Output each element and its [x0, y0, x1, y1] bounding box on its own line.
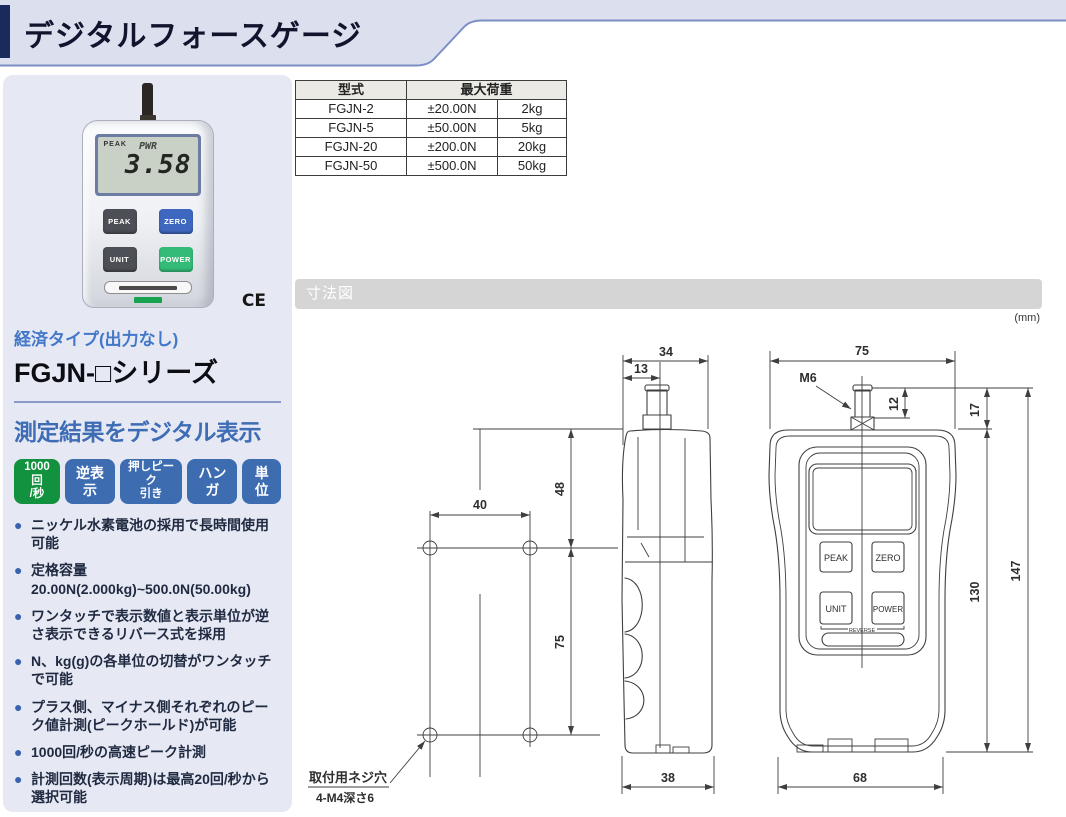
dim-side-depth: 38 [661, 771, 675, 785]
lcd-peak-label: PEAK [103, 141, 127, 148]
feature-item: ●1000回/秒の高速ピーク計測 [14, 743, 207, 760]
mount-hole [522, 727, 538, 743]
feature-item: ●ニッケル水素電池の採用で長時間使用可能 [14, 517, 269, 552]
unit-note: (mm) [1014, 312, 1040, 324]
svg-text:PEAK: PEAK [824, 553, 848, 563]
drawing-unit-button [819, 591, 853, 625]
mount-note-line2: 4-M4深さ6 [316, 790, 374, 805]
header-max-load: 最大荷重 [406, 80, 567, 100]
mount-hole [422, 540, 438, 556]
header-accent-bar [0, 5, 10, 58]
table-row: FGJN-50 ±500.0N 50kg [295, 156, 567, 176]
dim-hole-offset-top: 48 [553, 482, 567, 496]
device-zero-button: ZERO [158, 209, 193, 234]
device-unit-button: UNIT [102, 247, 137, 272]
header-tab-shape [0, 0, 1066, 67]
grip-bump [624, 633, 643, 679]
dim-shaft-total: 17 [968, 403, 982, 417]
grip-bump [624, 680, 645, 720]
dim-body-height: 130 [968, 582, 982, 603]
divider-line [14, 401, 281, 403]
product-panel: PEAK PWR 3.58 PEAK ZERO UNIT POWER [3, 75, 292, 812]
side-view: 34 13 38 [621, 345, 715, 794]
feature-list: ●ニッケル水素電池の採用で長時間使用可能 ●定格容量20.00N(2.000kg… [14, 516, 281, 806]
table-header-row: 型式 最大荷重 [295, 80, 567, 100]
front-slot [821, 632, 905, 647]
front-shaft [854, 389, 871, 418]
device-lcd-frame: PEAK PWR 3.58 [94, 134, 201, 196]
shaft-thread-label: M6 [799, 371, 816, 385]
force-gauge-device: PEAK PWR 3.58 PEAK ZERO UNIT POWER [73, 83, 223, 308]
product-photo: PEAK PWR 3.58 PEAK ZERO UNIT POWER [3, 75, 292, 315]
series-name: FGJN-□シリーズ [14, 358, 218, 388]
feature-item: ●ワンタッチで表示数値と表示単位が逆さ表示できるリバース式を採用 [14, 607, 269, 642]
badge-push-pull-peak: 押しピーク 引き [119, 459, 183, 504]
display-window [808, 463, 917, 535]
device-shaft [142, 83, 153, 115]
table-row: FGJN-5 ±50.00N 5kg [295, 118, 567, 138]
dim-total-height: 147 [1009, 561, 1023, 582]
header-model: 型式 [295, 80, 407, 100]
device-shaft-collar [139, 115, 156, 121]
feature-item: ●定格容量20.00N(2.000kg)~500.0N(50.00kg) [14, 562, 251, 597]
device-model-label-strip [103, 281, 192, 294]
front-view: PEAK ZERO UNIT POWER REVERSE M6 [768, 344, 1033, 794]
product-headline: 測定結果をデジタル表示 [14, 419, 262, 445]
dim-side-top-width: 34 [659, 345, 673, 359]
device-keypad: PEAK ZERO UNIT POWER [83, 209, 213, 272]
mount-hole [422, 727, 438, 743]
page-title: デジタルフォースゲージ [24, 20, 363, 53]
feature-badges: 1000回 /秒 逆表示 押しピーク 引き ハンガ 単位 [14, 459, 282, 504]
spec-table: 型式 最大荷重 FGJN-2 ±20.00N 2kg FGJN-5 ±50.00… [295, 80, 567, 176]
dim-shaft-length: 12 [887, 397, 901, 411]
ce-mark: CE [241, 291, 266, 311]
lcd-small-readout: PWR [138, 141, 158, 152]
mount-note-line1: 取付用ネジ穴 [309, 770, 387, 785]
page-header: デジタルフォースゲージ [0, 0, 1066, 70]
dim-hole-pitch-y: 75 [553, 635, 567, 649]
drawing-power-button [871, 591, 905, 625]
feature-item: ●計測回数(表示周期)は最高20回/秒から選択可能 [14, 771, 270, 806]
feature-item: ●プラス側、マイナス側それぞれのピーク値計測(ピークホールド)が可能 [14, 698, 269, 733]
lcd-main-readout: 3.58 [124, 150, 192, 180]
device-power-button: POWER [158, 247, 193, 272]
svg-text:ZERO: ZERO [875, 553, 900, 563]
device-peak-button: PEAK [102, 209, 137, 234]
mounting-hole-diagram: 40 48 75 取付用ネジ穴 4-M4深さ6 [308, 428, 623, 805]
drawing-zero-button [871, 541, 905, 573]
svg-text:POWER: POWER [873, 605, 903, 614]
table-row: FGJN-20 ±200.0N 20kg [295, 137, 567, 157]
dim-side-shaft-offset: 13 [634, 362, 648, 376]
side-shaft [646, 389, 668, 416]
product-type-label: 経済タイプ(出力なし) [14, 330, 179, 349]
brand-logo [133, 297, 162, 303]
drawing-peak-button [819, 541, 853, 573]
grip-bump [624, 577, 643, 633]
front-panel [798, 446, 927, 656]
badge-unit: 単位 [242, 459, 282, 504]
badge-1000-per-sec: 1000回 /秒 [14, 459, 60, 504]
feature-item: ●N、kg(g)の各単位の切替がワンタッチで可能 [14, 653, 272, 688]
dimension-drawing: 40 48 75 取付用ネジ穴 4-M4深さ6 [308, 344, 1033, 805]
reverse-label: REVERSE [849, 628, 876, 634]
badge-reverse-display: 逆表示 [64, 459, 115, 504]
dim-front-bottom-width: 68 [853, 771, 867, 785]
device-lcd: PEAK PWR 3.58 [97, 137, 198, 193]
table-row: FGJN-2 ±20.00N 2kg [295, 99, 567, 119]
mount-hole [522, 540, 538, 556]
dimension-section-title: 寸法図 [295, 279, 1042, 309]
device-body: PEAK PWR 3.58 PEAK ZERO UNIT POWER [81, 120, 214, 308]
svg-text:UNIT: UNIT [826, 604, 847, 614]
badge-hanger: ハンガ [187, 459, 238, 504]
dim-hole-pitch-x: 40 [473, 498, 487, 512]
dim-front-width: 75 [855, 344, 869, 358]
